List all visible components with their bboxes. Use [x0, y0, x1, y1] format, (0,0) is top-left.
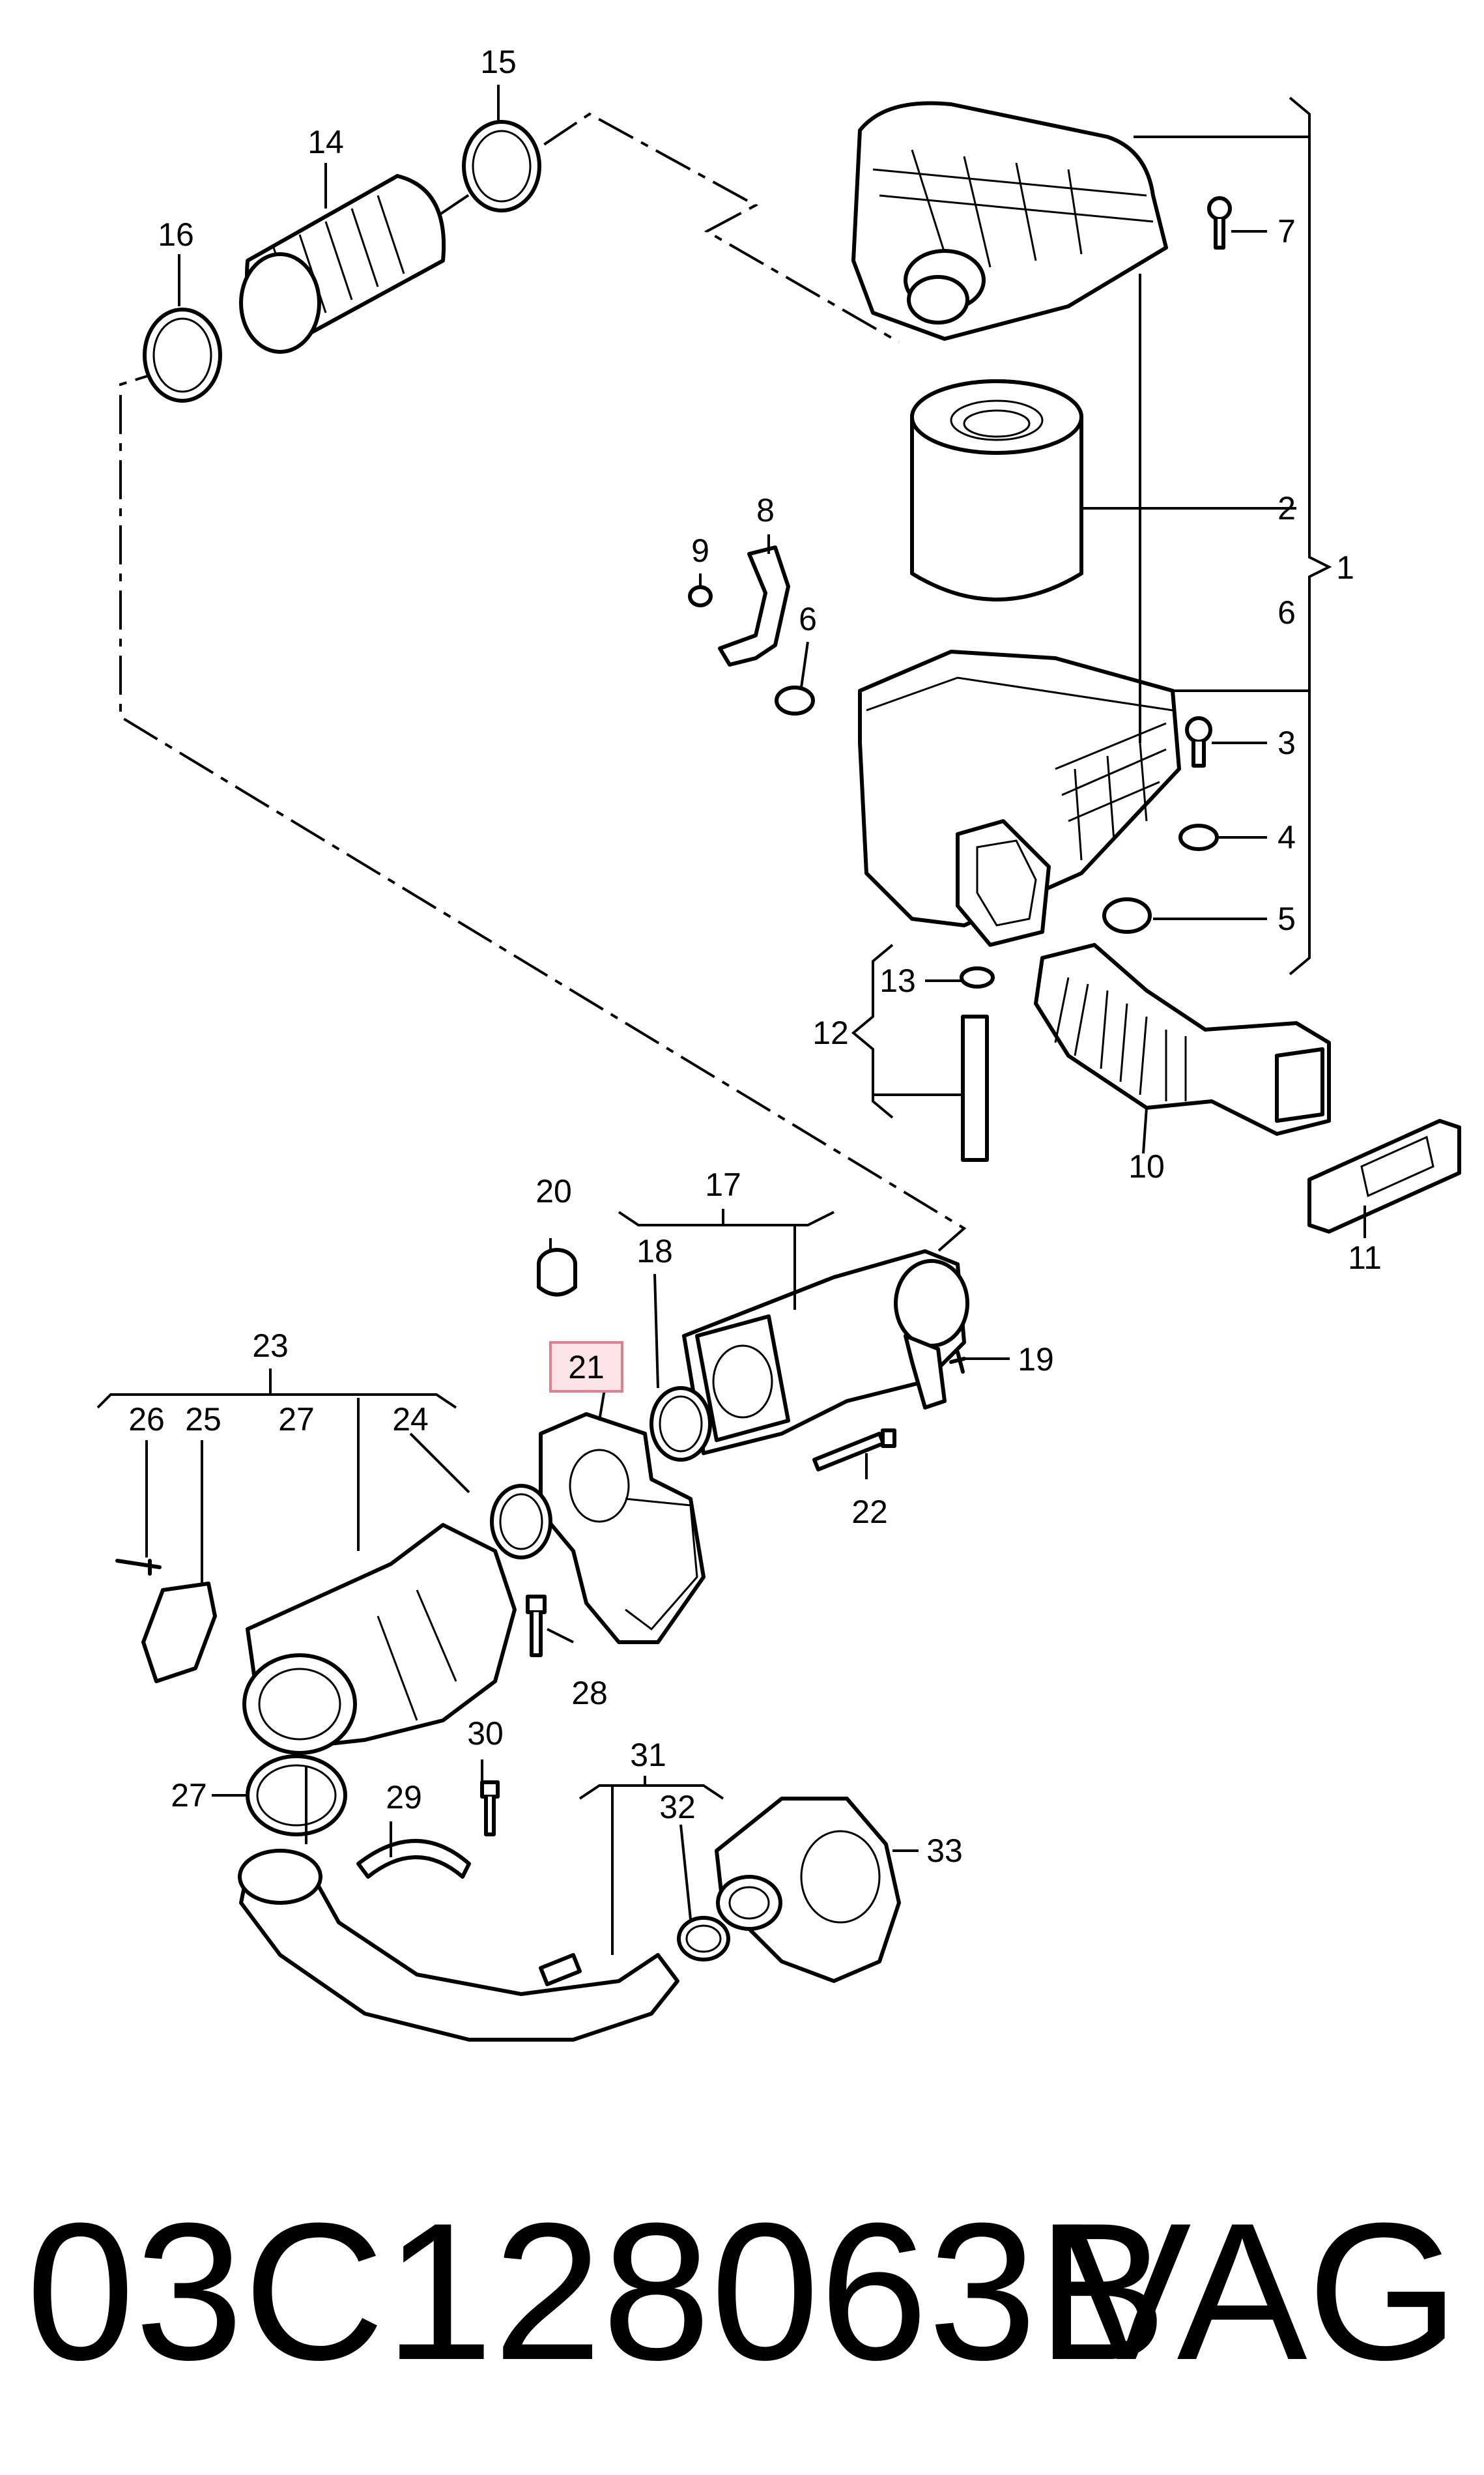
bracket-8-9-6	[688, 545, 815, 716]
callout-18: 18	[636, 1233, 673, 1269]
callout-21: 21	[568, 1349, 605, 1385]
callout-10: 10	[1128, 1148, 1165, 1185]
seal-ring-24	[490, 1484, 552, 1559]
callout-1: 1	[1336, 549, 1354, 586]
callout-3: 3	[1277, 725, 1296, 761]
callout-4: 4	[1277, 819, 1296, 856]
air-filter-lower-housing	[858, 650, 1181, 947]
air-filter-cover	[851, 101, 1168, 341]
callout-21-highlight	[549, 1341, 623, 1393]
hardware-3-4-5-7	[1102, 196, 1232, 934]
callout-12: 12	[812, 1015, 849, 1051]
callout-33: 33	[926, 1832, 963, 1869]
bolt-28	[526, 1595, 547, 1657]
callout-6-flange: 6	[799, 601, 817, 637]
callout-28: 28	[571, 1675, 608, 1711]
bracket-clamp-29	[356, 1839, 471, 1879]
callout-16: 16	[158, 216, 194, 253]
intake-hose-14	[239, 174, 446, 354]
callout-32: 32	[659, 1789, 696, 1825]
callout-9: 9	[691, 532, 709, 569]
leader-lines	[96, 85, 1366, 1955]
sensor-25-26	[115, 1559, 217, 1683]
clamp-16	[143, 308, 222, 403]
callout-23: 23	[252, 1327, 289, 1364]
seal-ring-18	[649, 1386, 712, 1462]
clamp-15	[462, 120, 541, 212]
seal-ring-32	[677, 1916, 730, 1961]
callout-7: 7	[1277, 213, 1296, 250]
bolt-19-22	[812, 1350, 966, 1471]
callout-5: 5	[1277, 901, 1296, 937]
callout-17: 17	[705, 1166, 741, 1203]
part-number: 03C128063B	[26, 2182, 1167, 2401]
callout-11: 11	[1348, 1239, 1382, 1276]
callout-30: 30	[467, 1715, 504, 1752]
sleeve-20	[537, 1248, 577, 1297]
routing-dash-line	[119, 112, 967, 1252]
callout-19: 19	[1018, 1341, 1054, 1378]
callout-27-lower: 27	[171, 1777, 207, 1814]
callout-25: 25	[185, 1401, 221, 1438]
callout-labels: 1 2 3 4 5 6 6 7 8 9 10 11 12 13 14 15 16…	[128, 44, 1382, 1869]
callout-29: 29	[386, 1779, 422, 1816]
callout-14: 14	[307, 124, 344, 160]
seal-ring-27	[246, 1754, 347, 1836]
callout-24: 24	[392, 1401, 429, 1438]
callout-13: 13	[879, 962, 916, 999]
charge-air-pipe-31	[238, 1849, 679, 2042]
callout-27-upper: 27	[278, 1401, 315, 1438]
drain-pipe-12-13	[960, 966, 995, 1162]
callout-22: 22	[851, 1494, 888, 1530]
callout-26: 26	[128, 1401, 165, 1438]
callout-15: 15	[480, 44, 517, 80]
bolt-30	[480, 1780, 500, 1836]
callout-20: 20	[535, 1173, 572, 1209]
intake-connector-23	[242, 1523, 517, 1755]
throttle-valve-control-21	[539, 1412, 706, 1644]
air-filter-element	[910, 379, 1083, 601]
throttle-pipe-17	[682, 1249, 969, 1455]
callout-31: 31	[630, 1737, 666, 1773]
callout-6-filter: 6	[1277, 594, 1296, 631]
intake-duct-10	[1034, 943, 1331, 1136]
duct-end-piece-11	[1307, 1119, 1461, 1234]
callout-2: 2	[1277, 490, 1296, 527]
brand-name: VAG	[1061, 2182, 1459, 2401]
turbo-housing-33	[715, 1797, 901, 1983]
callout-8: 8	[756, 492, 775, 528]
